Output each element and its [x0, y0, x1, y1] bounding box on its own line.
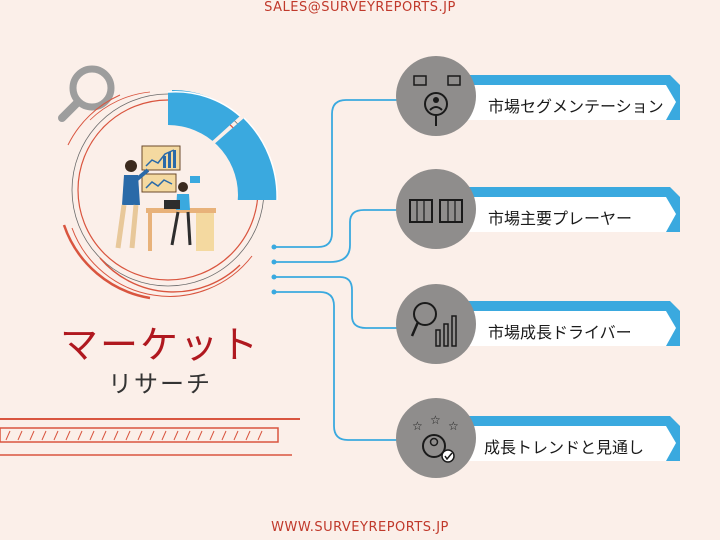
- svg-text:☆: ☆: [448, 419, 459, 433]
- stripe-decoration: [0, 418, 300, 456]
- item-label-growth-drivers: 市場成長ドライバー: [488, 323, 632, 342]
- footer-website[interactable]: WWW.SURVEYREPORTS.JP: [271, 520, 449, 535]
- connector-lines: [274, 99, 400, 441]
- stars-user-check-icon: ☆ ☆ ☆: [396, 398, 476, 478]
- item-label-key-players: 市場主要プレーヤー: [488, 209, 633, 228]
- header-email[interactable]: SALES@SURVEYREPORTS.JP: [264, 0, 456, 15]
- item-label-trends-outlook: 成長トレンドと見通し: [484, 438, 645, 457]
- banner-3: [432, 301, 680, 346]
- banner-2: [432, 187, 680, 232]
- title-sub: リサーチ: [108, 370, 212, 398]
- banner-4: [432, 416, 680, 461]
- svg-text:☆: ☆: [430, 413, 441, 427]
- title-main: マーケット: [59, 323, 260, 367]
- banner-1: [432, 75, 680, 120]
- people-at-desk-illustration: [115, 145, 216, 251]
- item-label-segmentation: 市場セグメンテーション: [488, 97, 664, 116]
- search-icon: [58, 65, 115, 122]
- magnifier-bar-chart-icon: [396, 284, 476, 364]
- segmentation-icon: [396, 56, 476, 136]
- connector-dots: [271, 244, 277, 295]
- handshake-fists-icon: [396, 169, 476, 249]
- svg-text:☆: ☆: [412, 419, 423, 433]
